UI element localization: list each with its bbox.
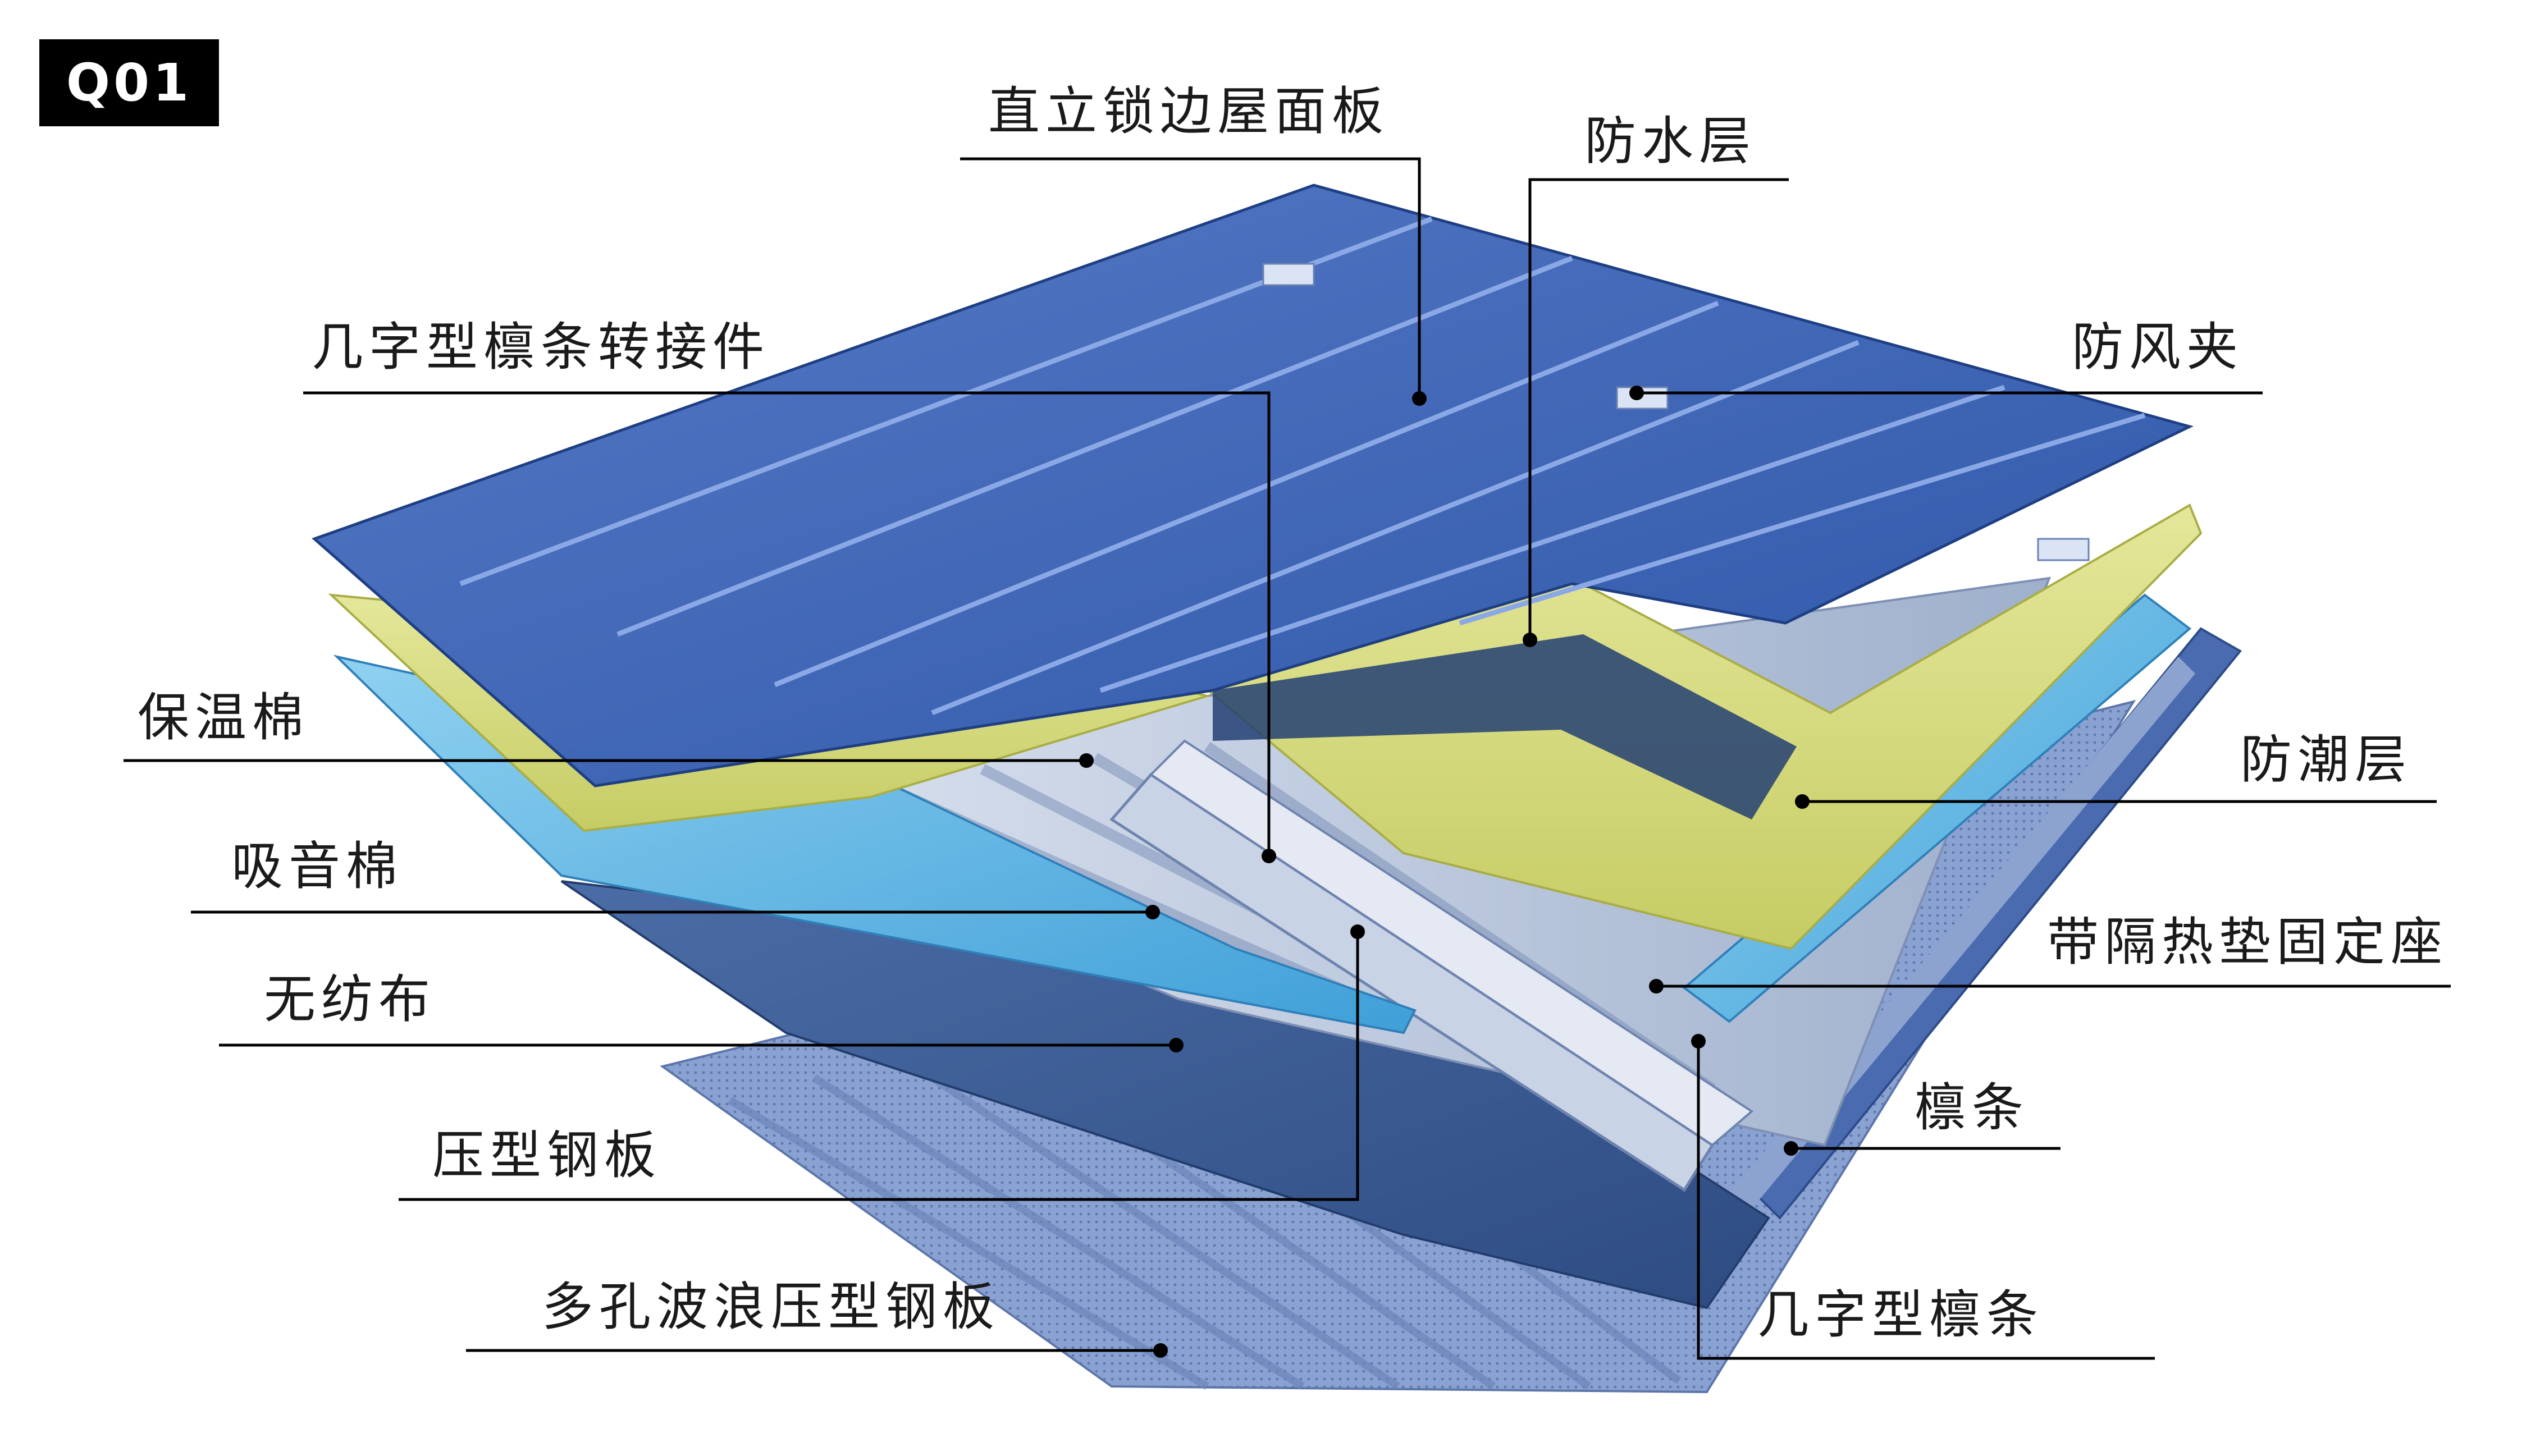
label-wind-clip: 防风夹 xyxy=(2072,317,2244,377)
omega-purlin-layer xyxy=(1109,739,1754,1192)
standing-seam-roof-layer xyxy=(312,184,2194,787)
label-nonwoven-fabric: 无纺布 xyxy=(264,969,436,1029)
label-waterproof-layer: 防水层 xyxy=(1584,111,1756,171)
label-acoustic-wool: 吸音棉 xyxy=(231,836,403,896)
label-thermal-pad-bracket: 带隔热垫固定座 xyxy=(2047,912,2448,972)
label-purlin: 檩条 xyxy=(1915,1078,2029,1138)
label-vapor-barrier: 防潮层 xyxy=(2240,730,2412,790)
label-standing-seam-panel: 直立锁边屋面板 xyxy=(988,81,1389,141)
label-profiled-steel-sheet: 压型钢板 xyxy=(432,1125,661,1185)
label-perforated-corrugated-sheet: 多孔波浪压型钢板 xyxy=(542,1277,1000,1337)
label-omega-purlin-adapter: 几字型檩条转接件 xyxy=(312,317,770,377)
leader-lines xyxy=(124,157,2451,1360)
label-omega-purlin: 几字型檩条 xyxy=(1757,1285,2044,1345)
model-code: Q01 xyxy=(66,53,193,113)
label-insulation-wool: 保温棉 xyxy=(138,688,309,748)
model-badge: Q01 xyxy=(39,39,219,126)
